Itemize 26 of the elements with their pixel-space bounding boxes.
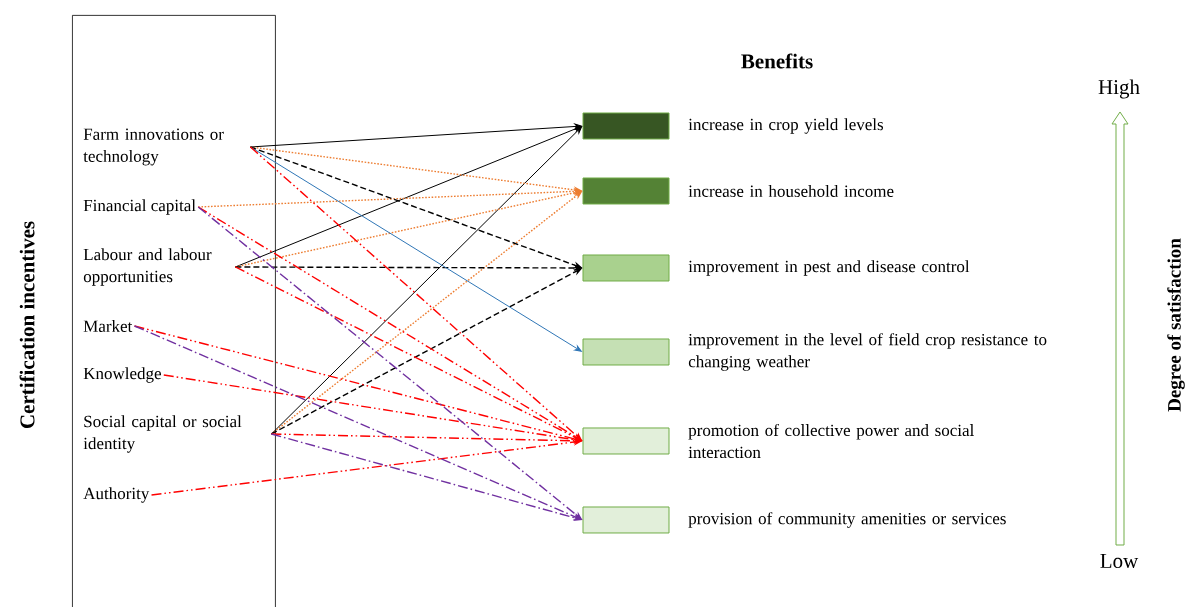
incentive-label: Financial capital bbox=[83, 199, 196, 215]
node-label: increase in crop yield levels bbox=[688, 118, 884, 134]
node-label: provision of community amenities or services bbox=[688, 512, 1006, 528]
node-label: improvement in the level of field crop resistance to changing weather bbox=[688, 333, 1047, 371]
incentive-label: Knowledge bbox=[83, 367, 161, 383]
scale-label: High bbox=[1098, 79, 1140, 99]
node-label: promotion of collective power and social interaction bbox=[688, 423, 974, 459]
benefit-box: promotion of collective power and social interaction bbox=[582, 423, 974, 459]
incentive-label: Market bbox=[83, 320, 133, 332]
arrow bbox=[249, 123, 582, 148]
axis-title: Degree of satisfaction bbox=[1167, 238, 1185, 412]
arrow bbox=[234, 126, 582, 268]
incentive-label: Farm innovations or technology bbox=[83, 128, 224, 166]
incentive-label: Authority bbox=[83, 487, 150, 503]
benefit-box: improvement in the level of field crop resistance to changing weather bbox=[582, 333, 1047, 371]
benefit-box: improvement in pest and disease control bbox=[582, 254, 970, 282]
incentive-label: Labour and labour opportunities bbox=[83, 248, 212, 286]
node-label: increase in household income bbox=[688, 185, 894, 197]
benefit-box: increase in household income bbox=[582, 177, 894, 205]
benefit-box: increase in crop yield levels bbox=[582, 112, 884, 140]
scale-label: Low bbox=[1100, 554, 1139, 568]
node-label: Certification incentives bbox=[19, 221, 35, 429]
node-label: improvement in pest and disease control bbox=[688, 260, 970, 276]
heading: Benefits bbox=[741, 53, 813, 69]
incentive-label: Social capital or social identity bbox=[83, 415, 242, 453]
benefit-box: provision of community amenities or services bbox=[582, 506, 1006, 534]
